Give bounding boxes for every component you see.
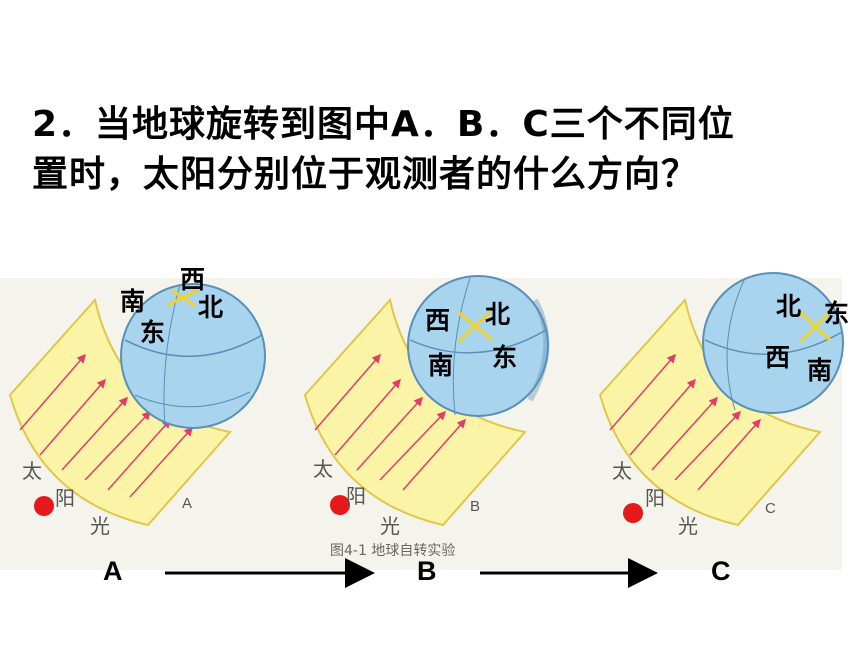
globe-c bbox=[702, 272, 844, 414]
sun-dot-a bbox=[34, 496, 54, 516]
sunlight-char: 太 bbox=[22, 459, 42, 483]
question-text: 2．当地球旋转到图中A．B．C三个不同位 置时，太阳分别位于观测者的什么方向？ bbox=[32, 100, 832, 200]
direction-north-a: 北 bbox=[198, 293, 224, 322]
panel-a bbox=[8, 283, 266, 527]
direction-east-a: 东 bbox=[140, 318, 166, 347]
direction-cross-a bbox=[167, 288, 199, 308]
figure-caption: 图4-1 地球自转实验 bbox=[330, 543, 456, 559]
sunlight-char: 阳 bbox=[55, 486, 75, 510]
light-rays-b bbox=[314, 353, 466, 491]
sunlight-char: 光 bbox=[380, 514, 400, 538]
panel-c bbox=[598, 272, 844, 527]
direction-cross-c bbox=[798, 310, 832, 344]
sunlight-char: 阳 bbox=[645, 486, 665, 510]
sun-dot-c bbox=[623, 503, 643, 523]
panel-letter-c: C bbox=[765, 500, 776, 517]
direction-west-a: 西 bbox=[180, 265, 206, 294]
light-rays-c bbox=[609, 353, 761, 491]
direction-east-c: 东 bbox=[824, 299, 850, 328]
sunlight-sheet-a bbox=[8, 297, 232, 527]
direction-south-b: 南 bbox=[428, 351, 454, 380]
sequence-label-b: B bbox=[417, 556, 437, 586]
panel-b bbox=[303, 275, 550, 527]
question-line-1: 2．当地球旋转到图中A．B．C三个不同位 bbox=[32, 104, 735, 145]
direction-north-b: 北 bbox=[485, 300, 511, 329]
sequence-label-c: C bbox=[711, 556, 731, 586]
direction-south-c: 南 bbox=[807, 356, 833, 385]
sunlight-char: 阳 bbox=[346, 484, 366, 508]
sunlight-char: 太 bbox=[313, 457, 333, 481]
direction-east-b: 东 bbox=[492, 343, 518, 372]
sunlight-char: 光 bbox=[678, 514, 698, 538]
sunlight-char: 太 bbox=[612, 459, 632, 483]
direction-cross-b bbox=[456, 310, 493, 344]
direction-west-c: 西 bbox=[765, 343, 791, 372]
sunlight-char: 光 bbox=[90, 514, 110, 538]
panel-letter-b: B bbox=[470, 498, 481, 515]
globe-b bbox=[407, 275, 549, 417]
direction-west-b: 西 bbox=[425, 306, 451, 335]
sequence-label-a: A bbox=[103, 556, 123, 586]
light-rays-a bbox=[19, 353, 194, 498]
direction-north-c: 北 bbox=[776, 292, 802, 321]
direction-south-a: 南 bbox=[120, 287, 146, 316]
panel-letter-a: A bbox=[182, 495, 193, 512]
sun-dot-b bbox=[330, 495, 350, 515]
question-line-2: 置时，太阳分别位于观测者的什么方向？ bbox=[32, 154, 699, 195]
